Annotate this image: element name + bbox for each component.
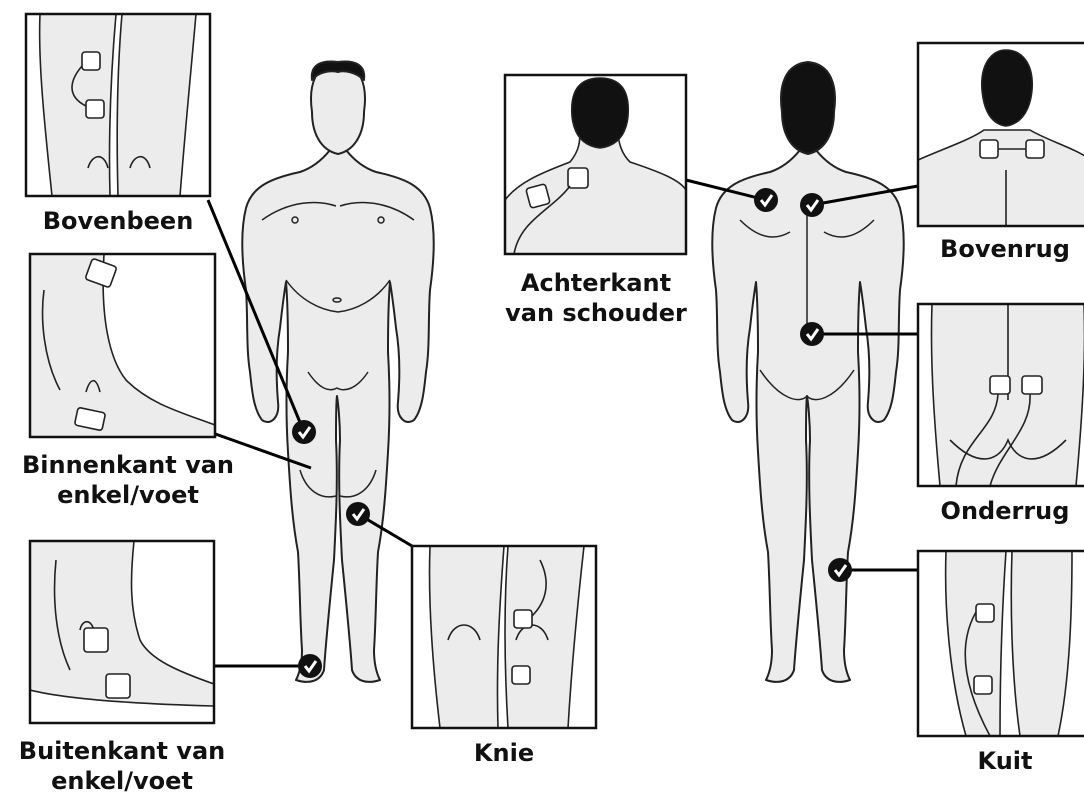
knie-marker — [346, 502, 370, 526]
label-knie-text: Knie — [412, 738, 596, 768]
label-buitenkant-line2: enkel/voet — [8, 766, 236, 796]
enkel-marker — [298, 654, 322, 678]
bovenbeen-marker — [292, 420, 316, 444]
label-achterkant: Achterkant van schouder — [490, 268, 702, 328]
label-binnenkant-line2: enkel/voet — [12, 480, 244, 510]
buitenkant-enkel-panel — [30, 541, 214, 723]
kuit-marker — [828, 558, 852, 582]
label-binnenkant: Binnenkant van enkel/voet — [12, 450, 244, 510]
label-buitenkant-line1: Buitenkant van — [8, 736, 236, 766]
achterkant-schouder-marker — [754, 188, 778, 212]
achterkant-schouder-panel — [505, 75, 686, 254]
bovenrug-marker — [800, 193, 824, 217]
label-binnenkant-line1: Binnenkant van — [12, 450, 244, 480]
label-onderrug-text: Onderrug — [930, 496, 1080, 526]
label-achterkant-line2: van schouder — [490, 298, 702, 328]
bovenrug-panel — [918, 43, 1084, 226]
knie-panel — [412, 546, 596, 728]
label-kuit-text: Kuit — [930, 746, 1080, 776]
front-body-figure — [242, 62, 434, 682]
onderrug-marker — [800, 322, 824, 346]
onderrug-panel — [918, 304, 1084, 486]
label-kuit: Kuit — [930, 746, 1080, 776]
label-bovenbeen: Bovenbeen — [26, 206, 210, 236]
label-bovenrug: Bovenrug — [930, 234, 1080, 264]
binnenkant-enkel-panel — [30, 254, 215, 437]
label-bovenrug-text: Bovenrug — [930, 234, 1080, 264]
label-knie: Knie — [412, 738, 596, 768]
kuit-panel — [918, 551, 1084, 736]
label-achterkant-line1: Achterkant — [490, 268, 702, 298]
label-bovenbeen-text: Bovenbeen — [26, 206, 210, 236]
back-body-figure — [712, 62, 904, 682]
label-onderrug: Onderrug — [930, 496, 1080, 526]
label-buitenkant: Buitenkant van enkel/voet — [8, 736, 236, 796]
bovenbeen-panel — [26, 14, 210, 196]
